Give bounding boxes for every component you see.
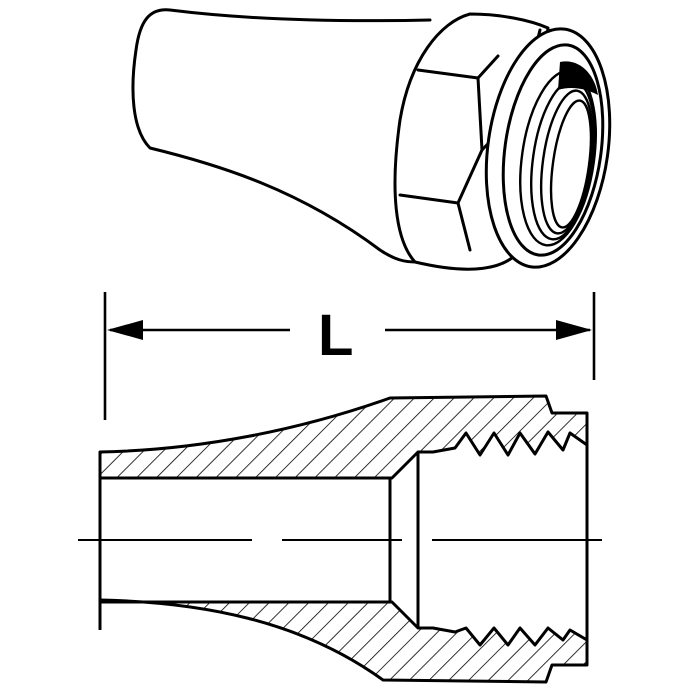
isometric-view — [131, 8, 612, 271]
tapered-body-outline — [131, 8, 432, 264]
dimension-label: L — [318, 303, 353, 368]
collar-inner — [501, 43, 605, 257]
bore-shadow — [558, 61, 598, 95]
hex-facet-bottom — [398, 193, 472, 252]
section-wall-upper — [98, 394, 589, 480]
section-wall-lower — [98, 598, 589, 684]
arrowhead-left — [107, 320, 143, 340]
dimension-L: L — [103, 292, 596, 420]
arrowhead-right — [556, 320, 592, 340]
section-view — [78, 394, 602, 684]
